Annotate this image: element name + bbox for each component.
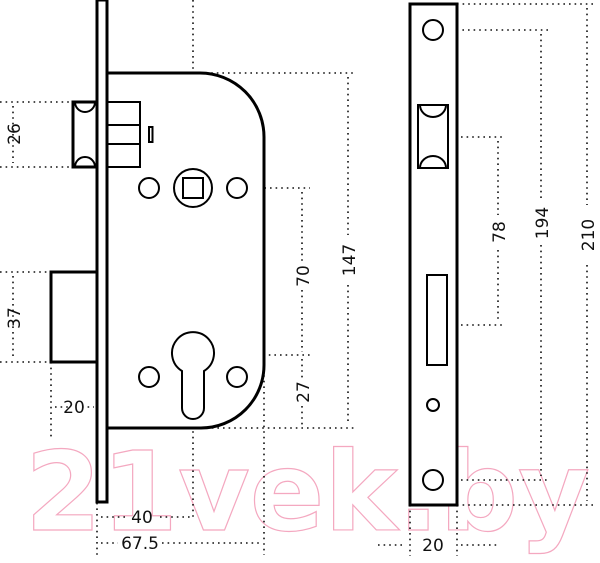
dim-40: 40 [131, 508, 153, 528]
lock-body-side-view [49, 0, 266, 504]
dim-210: 210 [579, 219, 599, 251]
dim-27: 27 [294, 381, 314, 403]
dim-26: 26 [5, 123, 25, 145]
dim-147: 147 [340, 244, 360, 276]
deadbolt [49, 270, 99, 364]
dim-20-throw: 20 [63, 398, 85, 418]
dim-70: 70 [294, 265, 314, 287]
spindle-hole [173, 168, 213, 208]
faceplate-front-view [408, 2, 459, 507]
dim-194: 194 [533, 207, 553, 239]
watermark: 21vek.by [25, 428, 590, 556]
dim-67-5: 67.5 [121, 534, 159, 554]
cylinder-hole [171, 331, 215, 420]
dim-78: 78 [490, 221, 510, 243]
dim-20-width: 20 [422, 536, 444, 556]
dim-37: 37 [5, 307, 25, 329]
